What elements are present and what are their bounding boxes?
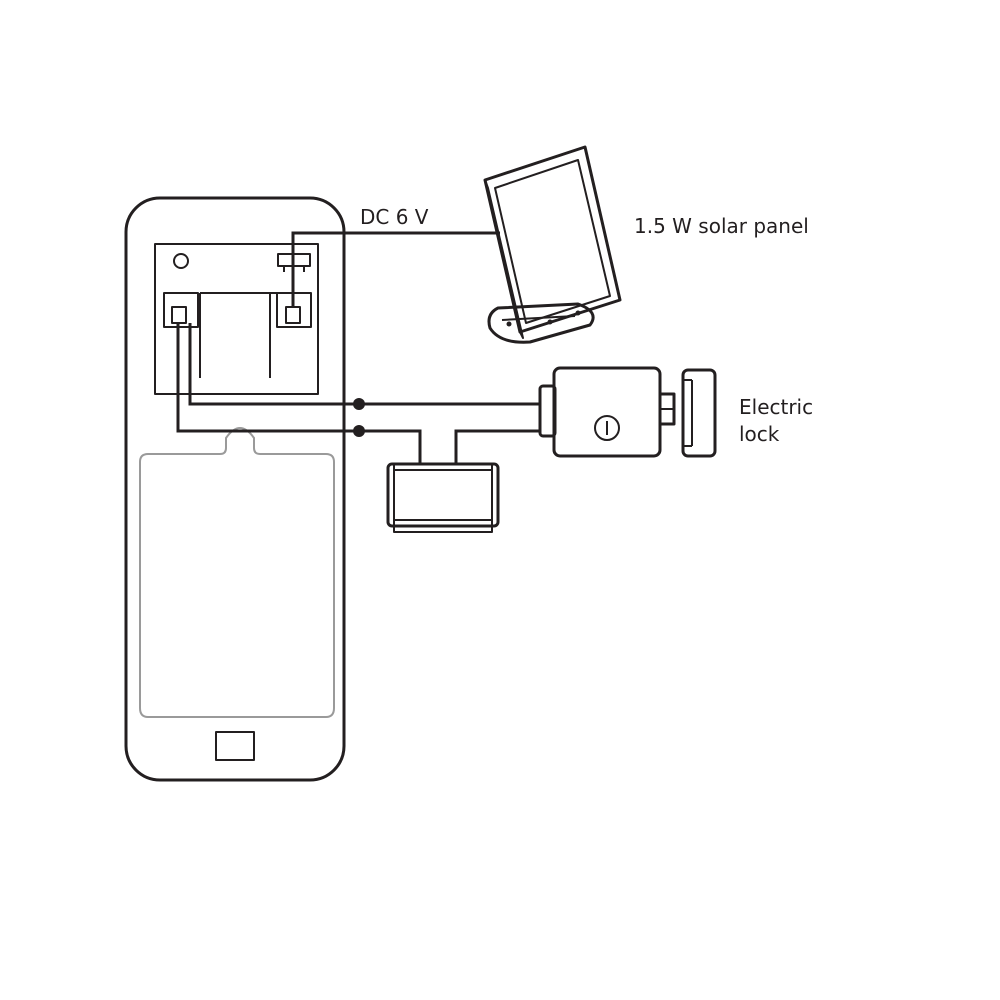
junction-box-rim	[393, 464, 493, 533]
stand-screw-right	[575, 310, 581, 316]
terminal-left-inner	[171, 306, 187, 324]
solar-panel-edge	[484, 179, 524, 339]
electric-lock-label-line2: lock	[739, 422, 780, 446]
terminal-left	[163, 292, 199, 328]
junction-dot-top	[353, 398, 365, 410]
indicator-led	[173, 253, 189, 269]
lock-wire-top	[188, 323, 540, 406]
control-unit	[124, 196, 346, 782]
solar-panel-stand	[487, 302, 595, 344]
junction-dot-bottom	[353, 425, 365, 437]
electric-lock	[538, 366, 717, 458]
stand-screw-left	[506, 321, 512, 327]
solar-panel-stand-base	[501, 315, 576, 321]
battery-compartment	[154, 243, 319, 395]
control-unit-housing	[124, 196, 346, 782]
usb-port-icon	[277, 253, 311, 272]
terminal-right-inner	[285, 306, 301, 324]
keypad-cover-outline	[139, 427, 335, 718]
solar-wire	[291, 231, 500, 307]
junction-box	[386, 462, 500, 533]
battery-cell	[199, 292, 278, 378]
lock-wire-bottom	[176, 323, 540, 464]
voltage-label: DC 6 V	[360, 205, 429, 229]
solar-panel-label: 1.5 W solar panel	[634, 214, 809, 238]
solar-panel-glass	[494, 159, 611, 324]
junction-box-body	[386, 462, 500, 528]
solar-panel	[483, 145, 622, 344]
wiring	[176, 231, 540, 464]
electric-lock-label-line1: Electric	[739, 395, 814, 419]
reset-button	[215, 731, 255, 761]
lock-keyhole-icon	[594, 415, 620, 441]
lock-strike-inner	[683, 379, 693, 447]
lock-body	[552, 366, 662, 458]
solar-panel-frame	[483, 145, 622, 334]
stand-screw-mid	[547, 319, 553, 325]
lock-strike-plate	[681, 368, 717, 458]
